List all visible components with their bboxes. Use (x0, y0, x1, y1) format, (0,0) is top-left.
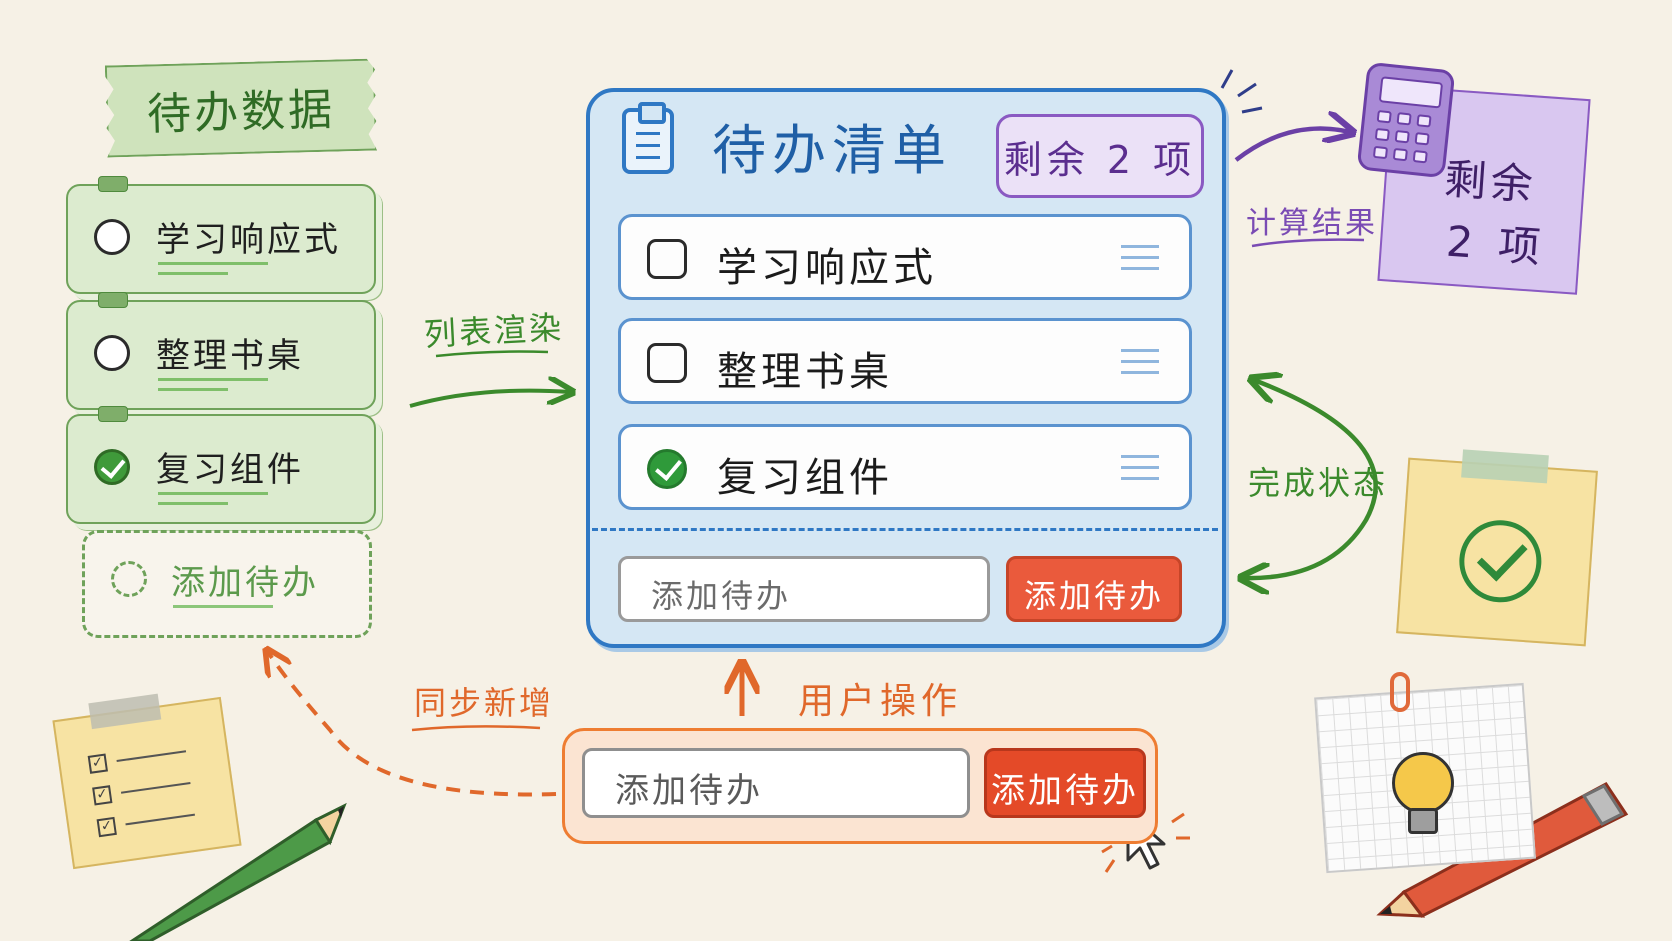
data-item-label: 复习组件 (156, 450, 304, 490)
remaining-count-text: 剩余 2 项 (1003, 137, 1197, 182)
sync-underline (411, 725, 541, 732)
remaining-count-badge: 剩余 2 项 (996, 114, 1204, 198)
binder-clip-icon (98, 406, 128, 422)
add-todo-input-placeholder: 添加待办 (651, 577, 792, 615)
lightbulb-icon (1392, 752, 1454, 814)
todo-row[interactable]: 复习组件 (618, 424, 1192, 510)
lightbulb-base (1408, 808, 1438, 834)
unchecked-circle-icon (94, 219, 130, 255)
checkbox[interactable] (647, 239, 687, 279)
scribble-line (158, 492, 268, 499)
compute-result-label: 计算结果 (1246, 206, 1378, 241)
scribble-line (158, 378, 268, 385)
data-add-placeholder-card: 添加待办 (82, 530, 372, 638)
add-todo-input[interactable]: 添加待办 (618, 556, 990, 622)
checkbox-checked[interactable] (647, 449, 687, 489)
result-line-2: 2 项 (1444, 216, 1548, 273)
todo-row-label: 整理书桌 (717, 349, 893, 395)
drag-handle-icon[interactable] (1121, 245, 1159, 278)
paperclip-icon (1390, 672, 1410, 712)
render-label: 列表渲染 (423, 308, 566, 354)
result-line-1: 剩余 (1442, 154, 1539, 210)
drag-handle-icon[interactable] (1121, 349, 1159, 382)
data-item-label: 整理书桌 (156, 336, 304, 376)
click-burst (1101, 812, 1190, 873)
user-add-input[interactable]: 添加待办 (582, 748, 970, 818)
data-title: 待办数据 (146, 84, 336, 141)
binder-clip-icon (98, 176, 128, 192)
unchecked-circle-icon (94, 335, 130, 371)
checklist-note-icon: ✓ ✓ ✓ (52, 693, 242, 870)
drag-handle-icon[interactable] (1121, 455, 1159, 488)
todo-row[interactable]: 整理书桌 (618, 318, 1192, 404)
user-add-button[interactable]: 添加待办 (984, 748, 1146, 818)
checked-circle-icon (94, 449, 130, 485)
todo-row-label: 学习响应式 (717, 245, 937, 291)
data-card-item: 整理书桌 (66, 292, 376, 410)
data-add-placeholder: 添加待办 (171, 563, 319, 603)
scribble-line (173, 605, 273, 608)
add-todo-button-label: 添加待办 (1023, 577, 1164, 615)
data-card-item: 复习组件 (66, 406, 376, 524)
render-arrow (409, 391, 570, 408)
scribble-line (158, 272, 228, 279)
scribble-line (158, 388, 228, 395)
tape-strip (1461, 449, 1549, 484)
user-add-input-placeholder: 添加待办 (615, 771, 763, 811)
add-todo-button[interactable]: 添加待办 (1006, 556, 1182, 622)
check-sticky-note (1396, 449, 1598, 647)
user-operation-label: 用户操作 (798, 681, 963, 722)
todo-row[interactable]: 学习响应式 (618, 214, 1192, 300)
todo-panel-title: 待办清单 (712, 119, 952, 182)
scribble-line (158, 502, 228, 509)
todo-row-label: 复习组件 (717, 455, 893, 501)
scribble-line (158, 262, 268, 269)
check-circle-icon (1456, 517, 1545, 606)
data-card-item: 学习响应式 (66, 176, 376, 294)
sync-arrow (268, 652, 557, 797)
clipboard-icon (622, 102, 674, 174)
dashed-circle-icon (111, 561, 147, 597)
emphasis-marks (1220, 69, 1263, 114)
data-item-label: 学习响应式 (156, 220, 341, 260)
sync-add-label: 同步新增 (414, 684, 555, 722)
green-pencil-icon (129, 802, 347, 941)
done-state-arrow (1244, 380, 1378, 578)
binder-clip-icon (98, 292, 128, 308)
panel-divider (592, 528, 1218, 531)
compute-arrow (1234, 129, 1350, 162)
compute-underline (1251, 238, 1365, 248)
render-underline (435, 350, 549, 358)
checkbox[interactable] (647, 343, 687, 383)
user-add-button-label: 添加待办 (991, 771, 1139, 811)
done-state-label: 完成状态 (1248, 464, 1389, 502)
calculator-icon (1356, 61, 1456, 179)
data-title-tape: 待办数据 (105, 58, 377, 157)
